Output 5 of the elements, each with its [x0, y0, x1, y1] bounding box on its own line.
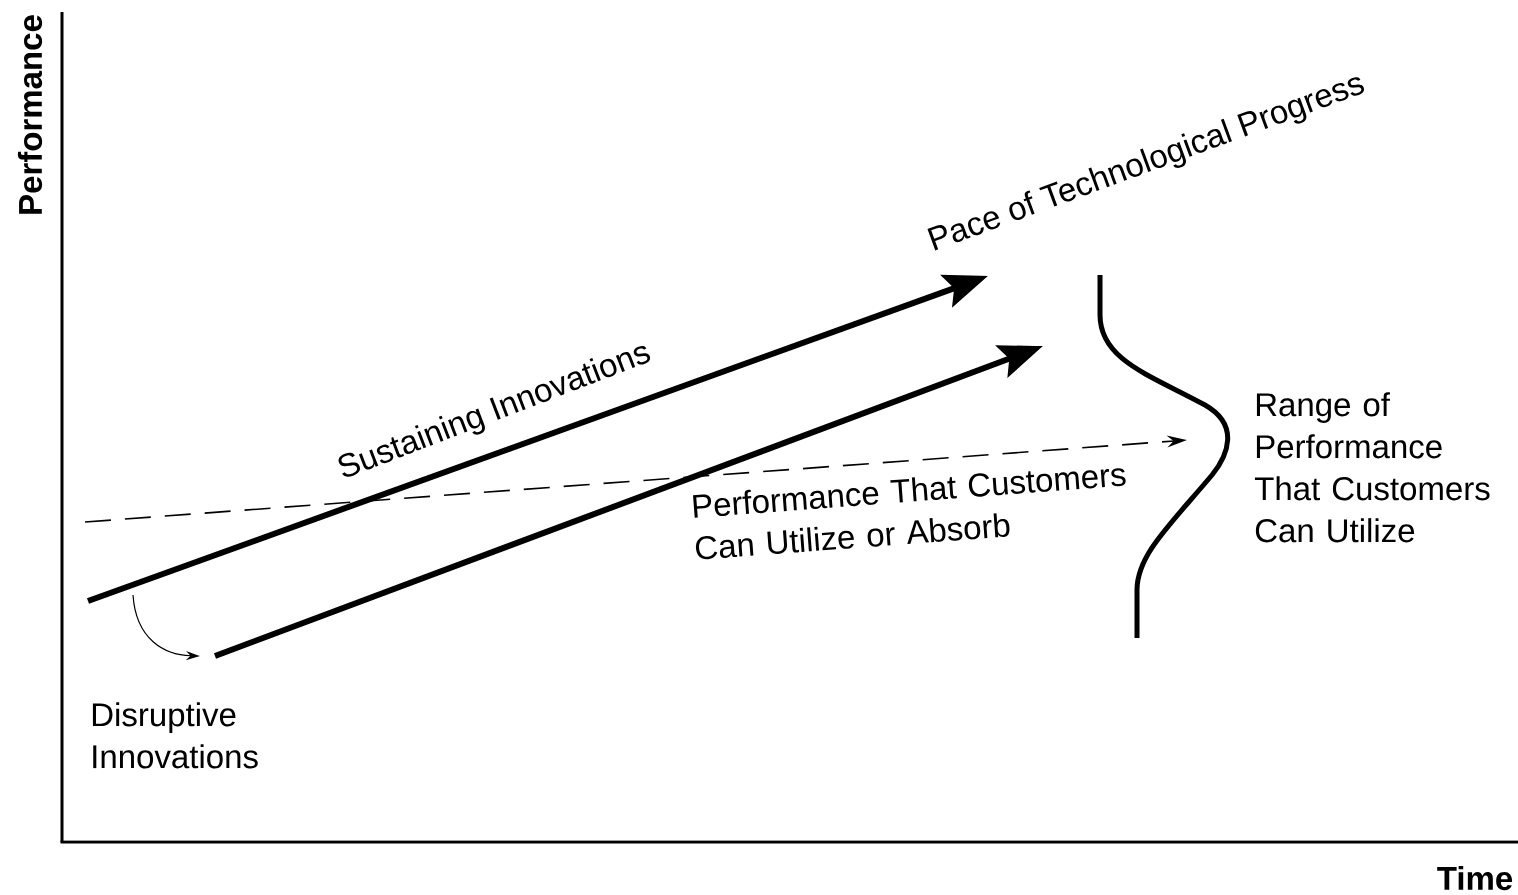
axis-label: Performance [17, 15, 43, 214]
trend-label: Performance That Customers Can Utilize or Absorb [693, 468, 1126, 560]
axis-label: Time [1437, 865, 1513, 891]
trend-label: Disruptive Innovations [92, 702, 258, 769]
range-label: Range of Performance That Customers Can Utilize [1254, 392, 1490, 543]
